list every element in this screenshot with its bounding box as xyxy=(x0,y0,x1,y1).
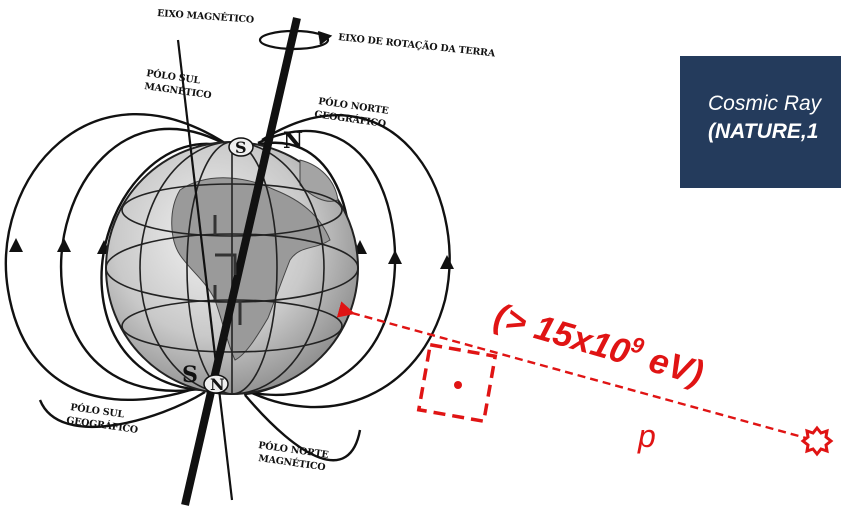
banner-line-1: Cosmic Ray xyxy=(708,92,821,116)
label-south-geographic-pole: PÓLO SUL GEOGRÁFICO xyxy=(66,401,139,436)
pole-marker-bottom-n: N xyxy=(204,375,228,394)
field-arrow xyxy=(440,255,454,269)
field-arrow xyxy=(388,250,402,264)
particle-dot xyxy=(454,381,462,389)
svg-text:N: N xyxy=(210,375,224,394)
earth-globe xyxy=(106,142,358,394)
cosmic-source-icon xyxy=(803,428,831,454)
svg-text:S: S xyxy=(235,138,246,157)
field-arrow xyxy=(9,238,23,252)
particle-label: p xyxy=(637,418,656,454)
label-south-magnetic-pole: PÓLO SUL MAGNÉTICO xyxy=(144,67,212,101)
pole-marker-top-s: S xyxy=(229,138,253,157)
label-north-geographic-pole: PÓLO NORTE GEOGRÁFICO xyxy=(314,95,390,130)
banner-line-2: (NATURE,1 xyxy=(708,120,818,144)
field-arrow xyxy=(57,238,71,252)
energy-label: (> 15x109 eV) xyxy=(490,293,709,393)
pole-marker-top-n: N xyxy=(283,128,303,154)
pole-marker-bottom-s: S xyxy=(182,362,198,388)
citation-banner: Cosmic Ray (NATURE,1 xyxy=(680,56,841,188)
label-north-magnetic-pole: PÓLO NORTE MAGNÉTICO xyxy=(258,439,330,473)
label-rotation-axis: EIXO DE ROTAÇÃO DA TERRA xyxy=(338,31,497,59)
label-magnetic-axis: EIXO MAGNÉTICO xyxy=(157,7,255,26)
particle-detector-box xyxy=(419,345,495,421)
